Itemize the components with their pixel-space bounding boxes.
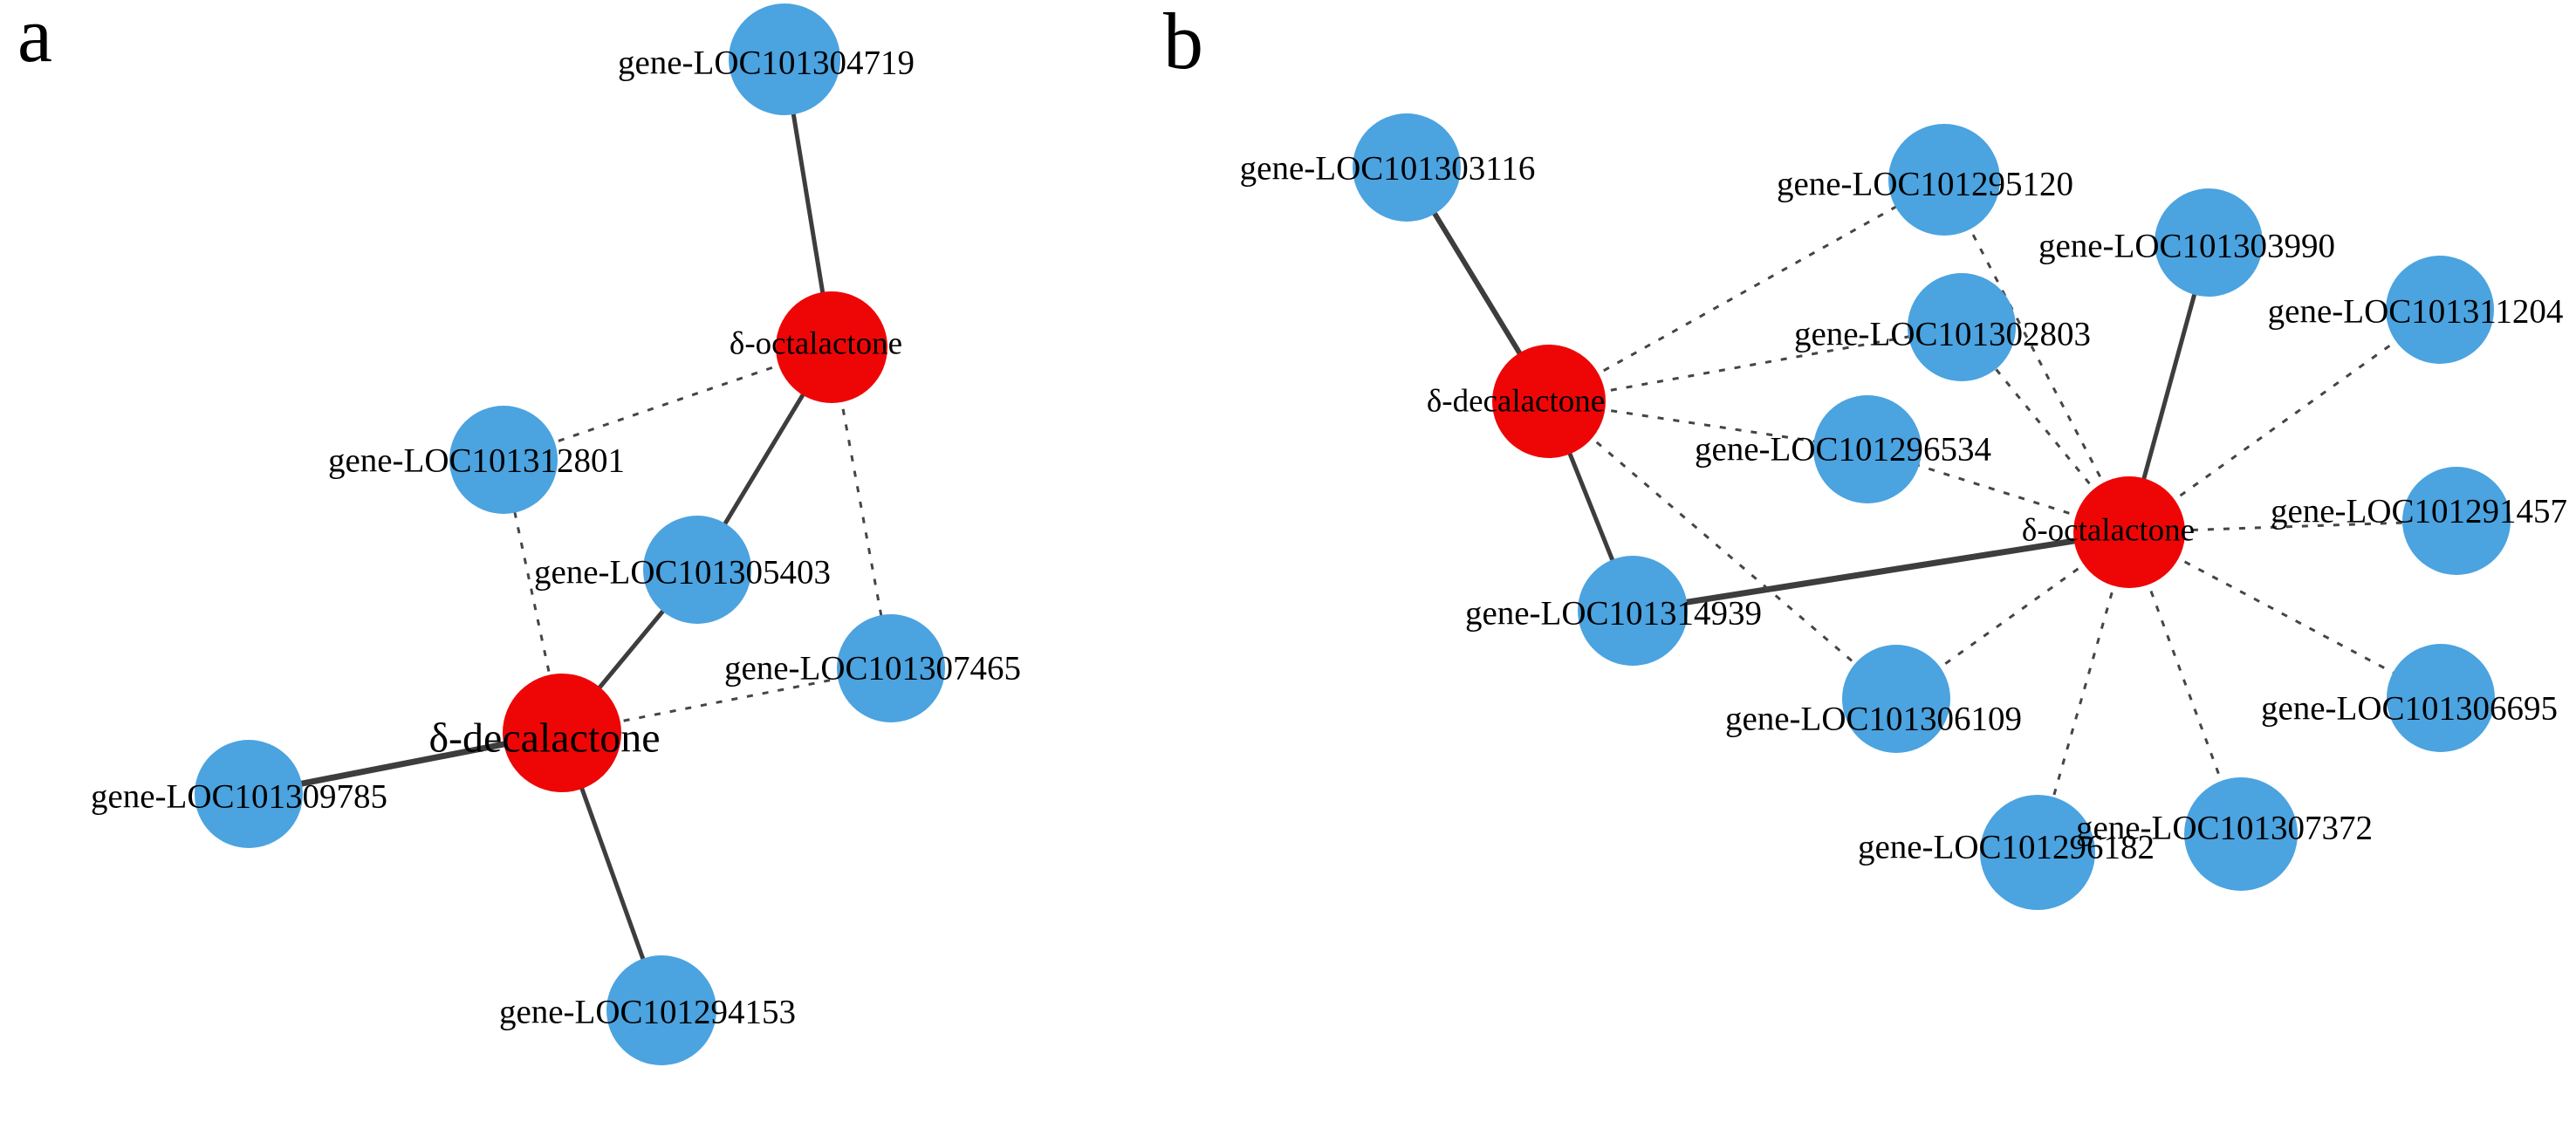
node-b-gene-LOC101306109-gene-node	[1842, 645, 1950, 753]
label-a-d-octalactone: δ-octalactone	[730, 326, 902, 362]
panel-b-labels: gene-LOC101303116 gene-LOC101295120 gene-L…	[1240, 150, 2567, 866]
label-b-gene-LOC101303990: gene-LOC101303990	[2038, 228, 2335, 265]
label-b-gene-LOC101303116: gene-LOC101303116	[1240, 150, 1536, 188]
panel-letter-a: a	[17, 0, 52, 79]
label-a-gene-LOC101304719: gene-LOC101304719	[618, 44, 915, 82]
node-b-gene-LOC101306695-gene-node	[2387, 644, 2495, 752]
edge-b-d-octalactone--gene-LOC101314939-solid	[1632, 529, 2130, 614]
edge-b-d-octalactone--gene-LOC101291457-dashed	[2128, 519, 2457, 534]
label-b-gene-LOC101296534: gene-LOC101296534	[1695, 431, 1991, 469]
edge-a-d-octalactone--gene-LOC101307465-dashed	[830, 346, 893, 669]
node-a-d-decalactone-metabolite-node	[503, 674, 621, 792]
node-b-gene-LOC101295120-gene-node	[1888, 124, 2000, 236]
node-a-gene-LOC101312801-gene-node	[449, 406, 558, 514]
label-b-gene-LOC101295120: gene-LOC101295120	[1777, 166, 2073, 203]
label-b-gene-LOC101291457: gene-LOC101291457	[2271, 493, 2567, 530]
label-a-gene-LOC101294153: gene-LOC101294153	[499, 994, 796, 1031]
node-b-gene-LOC101307372-gene-node	[2184, 777, 2298, 891]
label-a-gene-LOC101305403: gene-LOC101305403	[534, 554, 831, 592]
label-b-d-octalactone: δ-octalactone	[2022, 513, 2195, 549]
edge-b-d-octalactone--gene-LOC101311204-dashed	[2128, 308, 2441, 534]
panel-a-nodes	[195, 3, 945, 1065]
node-b-gene-LOC101291457-gene-node	[2402, 467, 2511, 575]
label-b-gene-LOC101302803: gene-LOC101302803	[1794, 316, 2091, 353]
label-b-gene-LOC101314939: gene-LOC101314939	[1465, 595, 1762, 633]
label-a-gene-LOC101307465: gene-LOC101307465	[724, 650, 1021, 688]
node-b-d-octalactone-metabolite-node	[2073, 476, 2185, 588]
label-b-d-decalactone: δ-decalactone	[1427, 384, 1605, 420]
label-b-gene-LOC101307372: gene-LOC101307372	[2076, 810, 2373, 847]
node-a-gene-LOC101309785-gene-node	[195, 740, 303, 848]
panel-b-nodes	[1353, 113, 2511, 910]
node-a-d-octalactone-metabolite-node	[776, 291, 887, 403]
node-b-gene-LOC101311204-gene-node	[2386, 256, 2494, 364]
node-b-d-decalactone-metabolite-node	[1492, 345, 1606, 458]
panel-a-labels: gene-LOC101304719 δ-octalactone gene-LOC10…	[91, 44, 1021, 1031]
node-b-gene-LOC101303116-gene-node	[1353, 113, 1461, 222]
node-b-gene-LOC101302803-gene-node	[1908, 273, 2016, 381]
panel-b: gene-LOC101303116 gene-LOC101295120 gene-L…	[1163, 0, 2567, 910]
node-a-gene-LOC101307465-gene-node	[837, 614, 945, 722]
edge-a-d-octalactone--gene-LOC101312801-dashed	[503, 345, 832, 462]
node-b-gene-LOC101314939-gene-node	[1578, 556, 1688, 666]
label-b-gene-LOC101306695: gene-LOC101306695	[2261, 690, 2558, 728]
label-a-d-decalactone: δ-decalactone	[428, 715, 660, 762]
panel-a-edges	[248, 58, 893, 1011]
node-a-gene-LOC101304719-gene-node	[729, 3, 840, 115]
edge-b-d-octalactone--gene-LOC101306695-dashed	[2128, 530, 2442, 700]
label-b-gene-LOC101311204: gene-LOC101311204	[2268, 293, 2564, 331]
panel-a: gene-LOC101304719 δ-octalactone gene-LOC10…	[17, 0, 1021, 1065]
node-a-gene-LOC101305403-gene-node	[643, 516, 751, 624]
label-a-gene-LOC101312801: gene-LOC101312801	[328, 442, 625, 480]
node-b-gene-LOC101303990-gene-node	[2155, 188, 2263, 297]
node-b-gene-LOC101296534-gene-node	[1813, 395, 1922, 503]
label-b-gene-LOC101296182: gene-LOC101296182	[1858, 829, 2155, 866]
label-a-gene-LOC101309785: gene-LOC101309785	[91, 778, 387, 816]
edge-b-d-octalactone--gene-LOC101295120-dashed	[1942, 179, 2131, 533]
edge-b-d-decalactone--gene-LOC101295120-dashed	[1548, 178, 1945, 403]
panel-letter-b: b	[1163, 0, 1203, 86]
node-b-gene-LOC101296182-gene-node	[1980, 795, 2095, 910]
label-b-gene-LOC101306109: gene-LOC101306109	[1725, 701, 2022, 738]
edge-b-d-decalactone--gene-LOC101306109-dashed	[1548, 400, 1897, 701]
node-a-gene-LOC101294153-gene-node	[606, 955, 716, 1065]
edge-b-d-decalactone--gene-LOC101302803-dashed	[1548, 325, 1963, 403]
